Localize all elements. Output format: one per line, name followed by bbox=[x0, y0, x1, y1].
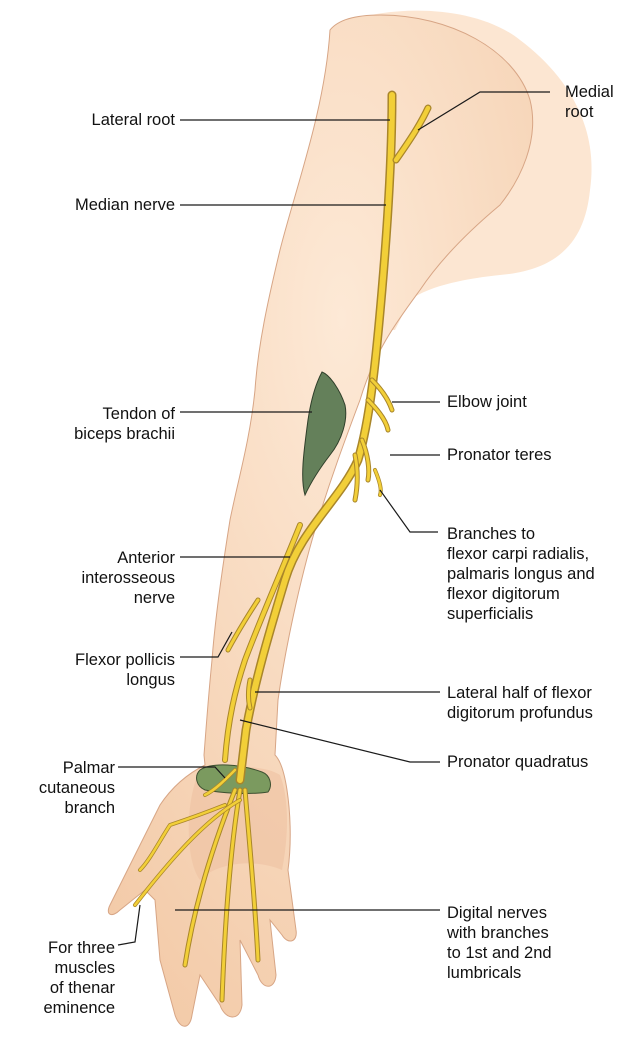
label-lateral-root: Lateral root bbox=[20, 110, 175, 130]
label-elbow-joint: Elbow joint bbox=[447, 392, 627, 412]
label-median-nerve: Median nerve bbox=[20, 195, 175, 215]
label-pronator-teres: Pronator teres bbox=[447, 445, 627, 465]
label-thenar-muscles: For three muscles of thenar eminence bbox=[20, 938, 115, 1018]
label-palmar-cutaneous: Palmar cutaneous branch bbox=[20, 758, 115, 818]
label-medial-root: Medial root bbox=[565, 82, 635, 122]
label-anterior-interosseous: Anterior interosseous nerve bbox=[20, 548, 175, 608]
label-pronator-quadratus: Pronator quadratus bbox=[447, 752, 639, 772]
label-branches-to: Branches to flexor carpi radialis, palma… bbox=[447, 524, 639, 624]
label-tendon-biceps: Tendon of biceps brachii bbox=[20, 404, 175, 444]
label-digital-nerves: Digital nerves with branches to 1st and … bbox=[447, 903, 639, 983]
label-flexor-pollicis: Flexor pollicis longus bbox=[20, 650, 175, 690]
label-lateral-half-fdp: Lateral half of flexor digitorum profund… bbox=[447, 683, 639, 723]
